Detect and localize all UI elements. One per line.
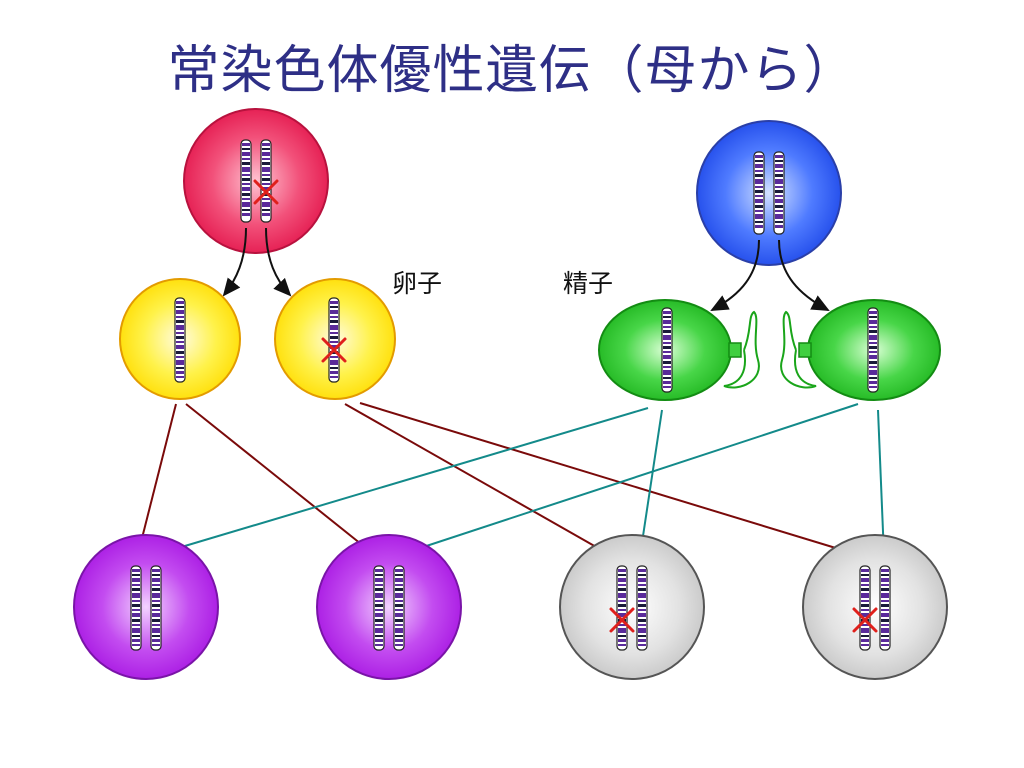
chromosome <box>373 565 385 651</box>
cross-mark-icon <box>852 607 878 633</box>
paternal-arrows <box>156 403 892 558</box>
chromosome <box>867 307 879 393</box>
cross-mark-icon <box>321 337 347 363</box>
unaffected-child-cell <box>559 534 705 680</box>
slide-title: 常染色体優性遺伝（母から） <box>167 41 857 101</box>
parent-to-gamete-arrows <box>222 227 830 311</box>
chromosome <box>393 565 405 651</box>
affected-child-cell <box>73 534 219 680</box>
chromosome <box>260 139 272 223</box>
cross-mark-icon <box>253 179 279 205</box>
cross-mark-icon <box>609 607 635 633</box>
sperm-cell <box>598 299 760 401</box>
chromosome <box>773 151 785 235</box>
chromosome <box>328 297 340 383</box>
chromosome <box>240 139 252 223</box>
chromosome <box>616 565 628 651</box>
unaffected-child-cell <box>802 534 948 680</box>
chromosome <box>661 307 673 393</box>
chromosome <box>879 565 891 651</box>
chromosome <box>753 151 765 235</box>
chromosome <box>150 565 162 651</box>
egg-cell <box>119 278 241 400</box>
egg-cell <box>274 278 396 400</box>
sperm-label: 精子 <box>563 269 614 298</box>
affected-child-cell <box>316 534 462 680</box>
chromosome <box>130 565 142 651</box>
chromosome <box>859 565 871 651</box>
chromosome <box>636 565 648 651</box>
chromosome <box>174 297 186 383</box>
maternal-arrows <box>134 402 864 559</box>
sperm-cell <box>780 299 941 401</box>
father-cell <box>696 120 842 266</box>
egg-label: 卵子 <box>392 269 443 298</box>
mother-cell <box>183 108 329 254</box>
